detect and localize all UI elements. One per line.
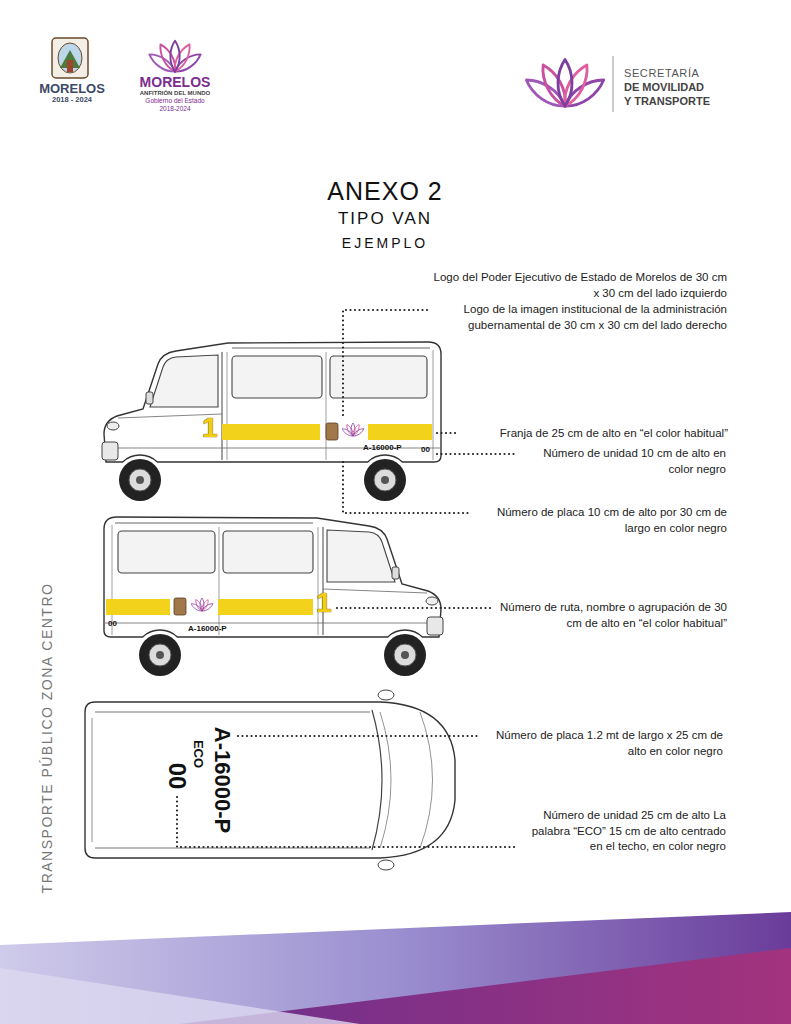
unit-number: 00 <box>108 620 117 629</box>
lotus-logo <box>522 60 607 112</box>
van-top-view <box>85 690 455 870</box>
color-band <box>218 599 313 615</box>
callout-note: Número de unidad 10 cm de alto en color … <box>524 446 726 477</box>
title: ANEXO 2 <box>285 176 485 206</box>
callout-note: Número de unidad 25 cm de alto La palabr… <box>524 808 726 855</box>
logo-text: 2018 - 2024 <box>30 95 114 105</box>
leader-line <box>177 310 518 847</box>
unit-number: 00 <box>165 763 189 790</box>
callout-note: Número de placa 10 cm de alto por 30 cm … <box>477 505 727 536</box>
unit-number: 00 <box>421 446 430 455</box>
lotus-logo <box>147 41 203 76</box>
side-caption: TRANSPORTE PÚBLICO ZONA CENTRO <box>40 583 54 894</box>
coat-of-arms <box>52 38 88 78</box>
callout-note: Número de ruta, nombre o agrupación de 3… <box>497 600 727 631</box>
divider <box>613 56 614 112</box>
color-band <box>106 599 170 615</box>
subtitle: EJEMPLO <box>285 234 485 253</box>
callout-note: Franja de 25 cm de alto en “el color hab… <box>462 426 728 442</box>
callout-note: Número de placa 1.2 mt de largo x 25 cm … <box>487 728 723 759</box>
logo-text: 2018-2024 <box>128 105 222 114</box>
logo-text: MORELOS <box>128 73 222 92</box>
logo-text: SECRETARÍA <box>624 66 699 81</box>
plate-number: A-16000-P <box>188 625 227 634</box>
logo-text: DE MOVILIDAD <box>624 80 704 95</box>
plate-number: A-16000-P <box>363 444 402 453</box>
plate-number: A-16000-P <box>211 727 233 833</box>
eco-word: ECO <box>192 740 205 768</box>
logo-text: ANFITRIÓN DEL MUNDO <box>128 89 222 97</box>
subtitle: TIPO VAN <box>285 208 485 231</box>
route-number: 1 <box>316 589 332 617</box>
logo-text: MORELOS <box>30 80 114 98</box>
route-number: 1 <box>202 414 218 442</box>
callout-note: Logo del Poder Ejecutivo de Estado de Mo… <box>433 270 727 301</box>
footer-bands <box>0 912 791 1024</box>
color-band <box>368 424 432 440</box>
color-band <box>222 424 320 440</box>
callout-note: Logo de la imagen institucional de la ad… <box>433 302 727 333</box>
van-side-left <box>102 342 441 501</box>
logo-text: Y TRANSPORTE <box>624 94 710 109</box>
logo-text: Gobierno del Estado <box>128 97 222 106</box>
van-side-right <box>104 517 443 676</box>
